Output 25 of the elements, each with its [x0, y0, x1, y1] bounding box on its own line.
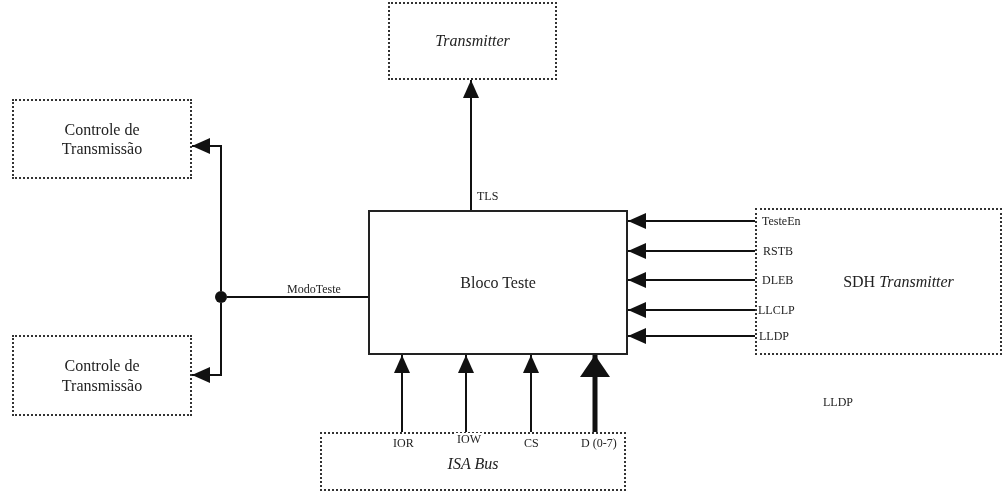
block-label: ISA Bus	[447, 454, 499, 474]
arrow	[523, 354, 539, 433]
block-label: Controle de Transmissão	[60, 119, 144, 159]
block-box	[388, 2, 557, 80]
process-box	[368, 210, 628, 355]
block-label: Controle de Transmissão	[60, 356, 144, 395]
block-box	[12, 335, 192, 416]
arrow	[627, 243, 756, 259]
arrow	[580, 355, 610, 432]
signal-label: D (0-7)	[580, 437, 618, 451]
arrow	[458, 354, 474, 433]
arrow	[191, 138, 222, 292]
arrow	[627, 213, 756, 229]
connector-line	[226, 296, 369, 298]
arrow	[627, 272, 756, 288]
arrow	[463, 79, 479, 211]
block-label: Bloco Teste	[460, 272, 536, 293]
block-label: Transmitter	[435, 31, 510, 51]
arrow	[627, 328, 756, 344]
arrow	[394, 354, 410, 433]
block-box	[12, 99, 192, 179]
block-label: SDH Transmitter	[843, 271, 954, 292]
junction-dot	[215, 291, 227, 303]
arrow	[191, 302, 222, 383]
arrow	[627, 302, 756, 318]
